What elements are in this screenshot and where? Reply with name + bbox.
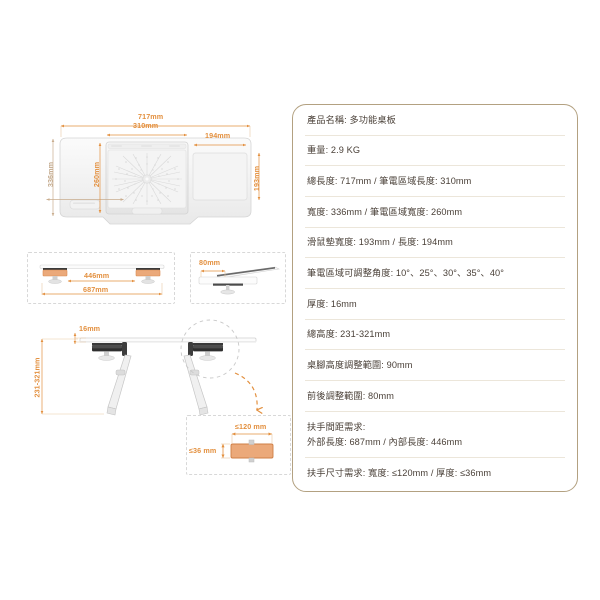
spec-row: 前後調整範圍: 80mm [305,381,565,412]
armrest-spacing-artwork [39,264,165,296]
armrest-spacing-panel: 446mm 687mm [27,252,175,304]
dim-height-range: 231-321mm [32,357,42,398]
spec-row-text: 重量: 2.9 KG [307,145,361,156]
spec-row: 扶手間距需求: 外部長度: 687mm / 內部長度: 446mm [305,412,565,459]
spec-row-text: 外部長度: 687mm / 內部長度: 446mm [307,436,463,447]
spec-row: 總長度: 717mm / 筆電區域長度: 310mm [305,166,565,197]
dim-mousepad-length: 194mm [205,131,231,140]
spec-row-text: 桌腳高度調整範圍: 90mm [307,359,413,370]
spec-row: 滑鼠墊寬度: 193mm / 長度: 194mm [305,228,565,259]
spec-row-text: 滑鼠墊寬度: 193mm / 長度: 194mm [307,237,453,248]
spec-row-text: 總高度: 231-321mm [307,329,391,340]
dim-armrest-outer: 687mm [83,285,109,294]
dim-clamp-thickness: ≤36 mm [189,446,217,455]
spec-row: 筆電區域可調整角度: 10°、25°、30°、35°、40° [305,258,565,289]
spec-row-text: 扶手尺寸需求: 寬度: ≤120mm / 厚度: ≤36mm [307,468,492,479]
spec-row-text: 前後調整範圍: 80mm [307,390,394,401]
spec-row-text: 寬度: 336mm / 筆電區域寬度: 260mm [307,206,463,217]
dim-laptop-width: 260mm [92,161,102,188]
side-view-artwork [40,319,285,416]
spec-row: 產品名稱: 多功能桌板 [305,105,565,136]
spec-row: 扶手尺寸需求: 寬度: ≤120mm / 厚度: ≤36mm [305,458,565,489]
spec-row-text: 厚度: 16mm [307,298,357,309]
product-specification-panel: 產品名稱: 多功能桌板重量: 2.9 KG 總長度: 717mm / 筆電區域長度… [292,104,578,492]
spec-row: 重量: 2.9 KG [305,136,565,167]
dim-clamp-width: ≤120 mm [235,422,267,431]
dim-total-width: 336mm [46,161,56,188]
spec-row: 厚度: 16mm [305,289,565,320]
spec-row: 寬度: 336mm / 筆電區域寬度: 260mm [305,197,565,228]
spec-row-text: 產品名稱: 多功能桌板 [307,114,396,125]
spec-row-text: 筆電區域可調整角度: 10°、25°、30°、35°、40° [307,267,505,278]
dim-mousepad-width: 193mm [252,165,262,192]
spec-row-text: 扶手間距需求: [307,421,366,432]
depth-adjust-artwork [198,266,280,295]
top-view-artwork [46,124,261,225]
spec-row: 桌腳高度調整範圍: 90mm [305,350,565,381]
dim-laptop-length: 310mm [133,121,159,130]
spec-row: 總高度: 231-321mm [305,320,565,351]
depth-adjust-panel: 80mm [190,252,286,304]
desk-side-view-diagram: 16mm 231-321mm [30,315,285,420]
clamp-detail-artwork [221,432,274,463]
desk-top-view-diagram: 717mm 310mm 194mm 336mm 260mm 193mm [46,112,268,237]
dim-depth-adjust: 80mm [199,258,221,267]
armrest-clamp-detail-panel: ≤120 mm ≤36 mm [186,415,291,475]
spec-row-list: 產品名稱: 多功能桌板重量: 2.9 KG 總長度: 717mm / 筆電區域長度… [305,105,565,489]
dim-thickness: 16mm [79,324,101,333]
spec-row-text: 總長度: 717mm / 筆電區域長度: 310mm [307,176,472,187]
dim-armrest-inner: 446mm [84,271,110,280]
dim-total-length: 717mm [138,112,164,121]
